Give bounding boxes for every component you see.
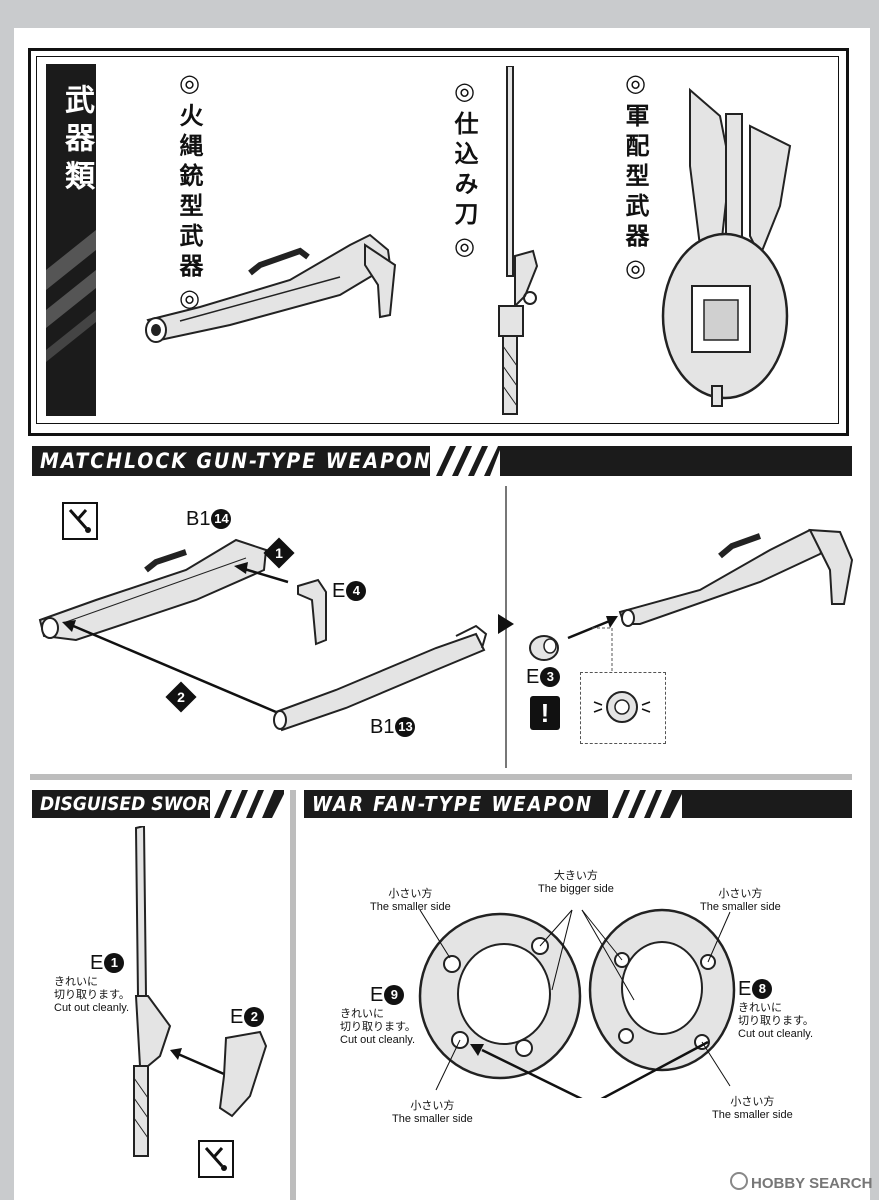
matchlock-banner-title: MATCHLOCK GUN-TYPE WEAPON [40,449,432,473]
matchlock-assembly-drawing [38,538,488,732]
part-e9-num: 9 [384,985,405,1005]
part-b1-14-code: B1 [186,508,211,530]
part-b1-14-num: 14 [211,509,232,529]
step-1-number: 1 [275,545,283,561]
part-b1-13-num: 13 [395,717,416,737]
part-e9-code: E [370,984,384,1006]
watermark-mark-icon [730,1172,748,1190]
sword-assembly-drawing [133,826,268,1157]
smaller-side-top-right: 小さい方 The smaller side [700,888,781,914]
part-e4-num: 4 [346,581,367,601]
part-e1-num: 1 [104,953,125,973]
smaller-side-bottom-right: 小さい方 The smaller side [712,1096,793,1122]
warfan-banner: WAR FAN-TYPE WEAPON [304,790,852,818]
detail-view-drawing [593,691,651,723]
sword-banner-title: DISGUISED SWORD [40,793,225,815]
matchlock-banner-stripes [430,446,500,476]
sword-jp-title: ◎仕込み刀◎ [450,76,479,266]
part-e8-code: E [738,978,752,1000]
category-tab-stripes [46,230,96,362]
nipper-icon [68,509,91,533]
watermark-text: HOBBY SEARCH [751,1175,873,1192]
smaller-side-bottom-right-jp: 小さい方 [730,1096,775,1108]
warfan-rings-drawing [418,908,736,1098]
smaller-side-bottom-left-jp: 小さい方 [410,1100,455,1112]
detail-callout-line [592,627,613,672]
bigger-side-en: The bigger side [538,883,614,895]
sword-banner-stripes [210,790,284,818]
smaller-side-top-left-jp: 小さい方 [388,888,433,900]
warfan-cut-note-en-right: Cut out cleanly. [738,1028,814,1040]
nipper-icon-box [62,502,98,540]
smaller-side-top-right-jp: 小さい方 [718,888,763,900]
smaller-side-bottom-left-en: The smaller side [392,1113,473,1125]
sword-nipper-icon-box [198,1140,234,1178]
category-title: 武器類 [59,84,94,198]
matchlock-jp-title: ◎火縄銃型武器◎ [175,68,204,318]
part-e2-num: 2 [244,1007,265,1027]
part-e3-num: 3 [540,667,561,687]
sword-nipper-icon [204,1147,227,1171]
bigger-side-top: 大きい方 The bigger side [538,870,614,896]
caution-icon: ! [530,696,560,730]
matchlock-completed-drawing [567,528,854,640]
step-2-number: 2 [177,689,185,705]
warfan-banner-stripes [608,790,682,818]
matchlock-gun-illustration [145,233,397,343]
weapons-showcase-inner [36,56,839,424]
section-separator [30,774,852,780]
warfan-banner-title: WAR FAN-TYPE WEAPON [312,792,594,816]
part-e2-code: E [230,1006,244,1028]
warfan-jp-title: ◎軍配型武器◎ [621,68,650,288]
smaller-side-bottom-left: 小さい方 The smaller side [392,1100,473,1126]
sword-illustration [498,66,539,415]
warfan-cut-note-jp-right: きれいに 切り取ります。 [738,1002,814,1027]
sword-cut-note-jp: きれいに 切り取ります。 [54,976,130,1001]
part-e8-num: 8 [752,979,773,999]
smaller-side-bottom-right-en: The smaller side [712,1109,793,1121]
part-e4-code: E [332,580,346,602]
sword-column-divider [290,790,296,1200]
warfan-cut-note-en-left: Cut out cleanly. [340,1034,416,1046]
part-e3-drawing [529,635,559,661]
bigger-side-jp: 大きい方 [553,870,598,882]
part-b1-13-code: B1 [370,716,395,738]
sword-cut-note-en: Cut out cleanly. [54,1002,130,1014]
next-step-arrow-icon [498,614,514,634]
smaller-side-top-left: 小さい方 The smaller side [370,888,451,914]
part-e1-code: E [90,952,104,974]
part-e3-code: E [526,666,540,688]
war-fan-illustration [661,87,792,407]
watermark-logo: HOBBY SEARCH [730,1172,872,1192]
smaller-side-top-right-en: The smaller side [700,901,781,913]
smaller-side-top-left-en: The smaller side [370,901,451,913]
warfan-cut-note-jp-left: きれいに 切り取ります。 [340,1008,416,1033]
